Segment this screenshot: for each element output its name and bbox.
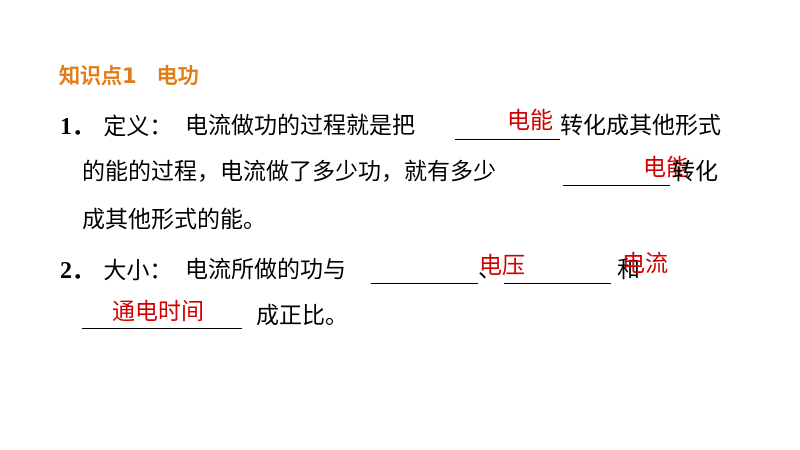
section-heading: 知识点1 电功 bbox=[59, 60, 199, 90]
item2-number: 2． bbox=[60, 258, 96, 284]
item1-line1: 1． 定义： bbox=[60, 115, 172, 139]
item2-blank-1 bbox=[371, 283, 478, 284]
item2-label: 大小： bbox=[103, 258, 173, 284]
item1-text-b: 转化成其他形式 bbox=[560, 113, 721, 139]
item1-answer-1: 电能 bbox=[507, 108, 553, 134]
item2-sep-2: 和 bbox=[617, 257, 640, 283]
section-title: 电功 bbox=[156, 64, 199, 88]
item1-blank-2 bbox=[563, 185, 670, 186]
item1-number: 1． bbox=[60, 114, 96, 140]
item1-answer-2: 电能 bbox=[643, 155, 689, 181]
item2-answer-1: 电压 bbox=[479, 253, 525, 279]
item2-sep-1: 、 bbox=[478, 257, 501, 283]
item1-text-d: 转化 bbox=[672, 159, 718, 185]
item1-text-a: 电流做功的过程就是把 bbox=[185, 113, 415, 139]
item2-text-b: 成正比。 bbox=[256, 303, 348, 329]
item2-blank-2 bbox=[504, 283, 611, 284]
item2-line1: 2． 大小： bbox=[60, 259, 172, 283]
item1-label: 定义： bbox=[103, 114, 173, 140]
item2-text-a: 电流所做的功与 bbox=[185, 257, 346, 283]
item1-text-c: 的能的过程，电流做了多少功，就有多少 bbox=[82, 159, 496, 185]
item1-blank-1 bbox=[455, 139, 560, 140]
item2-answer-2: 电流 bbox=[622, 251, 668, 277]
item2-blank-3 bbox=[82, 328, 242, 329]
item2-answer-3: 通电时间 bbox=[112, 299, 204, 325]
section-number: 知识点1 bbox=[59, 64, 137, 88]
item1-text-e: 成其他形式的能。 bbox=[82, 207, 266, 233]
